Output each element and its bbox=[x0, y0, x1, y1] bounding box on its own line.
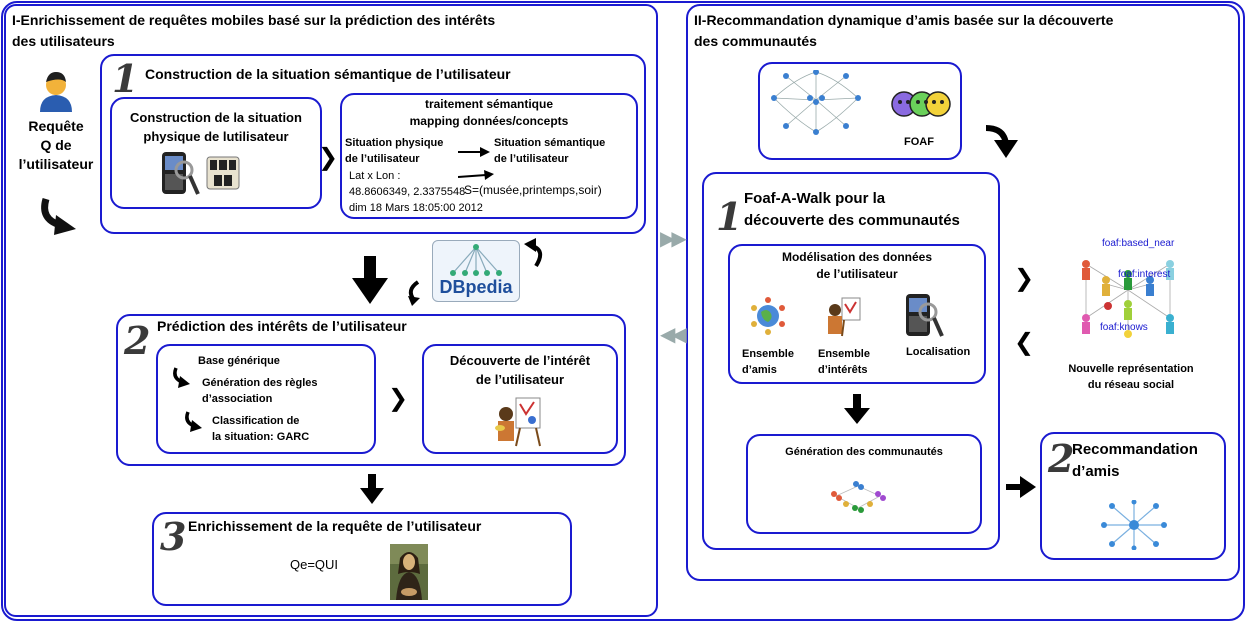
interests-line2: d’intérêts bbox=[818, 364, 868, 376]
latlon-label: Lat x Lon : bbox=[349, 170, 401, 182]
step3-number: 3 bbox=[160, 514, 187, 559]
dbpedia-label: DBpedia bbox=[439, 277, 513, 297]
left-title-line1: I-Enrichissement de requêtes mobiles bas… bbox=[12, 12, 496, 28]
curved-arrow-icon bbox=[38, 195, 78, 237]
calendar-icon bbox=[206, 156, 240, 190]
rules-line2: d’association bbox=[202, 393, 273, 405]
location-label: Localisation bbox=[906, 346, 971, 358]
right-title-line1: II-Recommandation dynamique d’amis basée… bbox=[694, 12, 1114, 28]
double-chevron-left-icon: ◀◀ bbox=[660, 322, 687, 346]
recommendation-network-icon bbox=[1098, 499, 1170, 551]
chevron-right-icon: ❯ bbox=[318, 143, 339, 171]
rec-number: 2 bbox=[1048, 436, 1075, 481]
curved-arrow-icon bbox=[982, 122, 1018, 158]
foaf-step1-number: 1 bbox=[716, 194, 743, 239]
arrow-down-icon bbox=[844, 394, 870, 424]
chevron-right-icon: ❯ bbox=[1014, 264, 1035, 292]
classif-line2: la situation: GARC bbox=[212, 431, 310, 443]
painter-icon bbox=[826, 296, 862, 338]
rec-title-line2: d’amis bbox=[1072, 463, 1120, 480]
user-query-line1: Requête bbox=[28, 118, 84, 134]
friends-line1: Ensemble bbox=[742, 348, 794, 360]
physical-situation-box bbox=[110, 97, 322, 209]
semantic-title-line1: traitement sémantique bbox=[424, 97, 554, 111]
step2-title: Prédiction des intérêts de l’utilisateur bbox=[157, 318, 407, 334]
arrow-right-icon bbox=[458, 145, 490, 157]
foaf-title-line1: Foaf-A-Walk pour la bbox=[744, 190, 886, 207]
physical-line1: Construction de la situation bbox=[130, 110, 302, 125]
arrow-right-icon bbox=[1006, 476, 1036, 498]
sem-label-line2: de l’utilisateur bbox=[494, 153, 569, 165]
foaf-title-line2: découverte des communautés bbox=[744, 212, 960, 229]
communities-icon bbox=[826, 476, 890, 516]
model-line1: Modélisation des données bbox=[781, 250, 933, 264]
foaf-label: FOAF bbox=[904, 136, 934, 148]
mona-lisa-image bbox=[390, 544, 428, 600]
step1-number: 1 bbox=[112, 56, 139, 101]
model-line2: de l’utilisateur bbox=[816, 267, 898, 281]
curved-arrow-icon bbox=[182, 410, 202, 432]
network-caption-line1: Nouvelle représentation bbox=[1068, 363, 1194, 375]
user-query-line3: l’utilisateur bbox=[18, 156, 94, 172]
semantic-title-line2: mapping données/concepts bbox=[409, 114, 569, 128]
user-icon bbox=[38, 68, 74, 112]
phys-label-line2: de l’utilisateur bbox=[345, 153, 420, 165]
interests-line1: Ensemble bbox=[818, 348, 870, 360]
social-network-graph bbox=[1072, 234, 1184, 352]
step1-title: Construction de la situation sémantique … bbox=[145, 66, 511, 82]
arrow-down-icon bbox=[360, 474, 384, 504]
rules-line1: Génération des règles bbox=[202, 377, 318, 389]
rec-title-line1: Recommandation bbox=[1072, 441, 1198, 458]
base-label: Base générique bbox=[198, 355, 280, 367]
foaf-interest-label: foaf:interest bbox=[1118, 269, 1171, 280]
latlon-value: 48.8606349, 2.3375548 bbox=[349, 186, 466, 198]
double-chevron-right-icon: ▶▶ bbox=[660, 226, 687, 250]
user-query-line2: Q de bbox=[40, 137, 72, 153]
painter-icon bbox=[494, 394, 544, 448]
phys-label-line1: Situation physique bbox=[345, 137, 444, 149]
chevron-left-icon: ❮ bbox=[1014, 328, 1035, 356]
curved-arrow-icon bbox=[170, 366, 190, 388]
situation-value: S=(musée,printemps,soir) bbox=[464, 183, 602, 197]
step3-box bbox=[152, 512, 572, 606]
social-network-icon bbox=[766, 69, 866, 136]
physical-line2: physique de lutilisateur bbox=[143, 129, 289, 144]
generic-base-box bbox=[156, 344, 376, 454]
classif-line1: Classification de bbox=[212, 415, 300, 427]
phone-magnifier-icon bbox=[904, 292, 944, 340]
foaf-knows-label: foaf:knows bbox=[1100, 322, 1148, 333]
semantic-processing-box bbox=[340, 93, 638, 219]
chevron-right-icon: ❯ bbox=[388, 384, 409, 412]
network-caption-line2: du réseau social bbox=[1087, 379, 1175, 391]
enriched-query: Qe=QUI bbox=[290, 557, 339, 572]
right-title-line2: des communautés bbox=[694, 33, 817, 49]
curved-arrow-icon bbox=[522, 236, 548, 270]
discovery-line2: de l’utilisateur bbox=[475, 372, 565, 387]
discovery-line1: Découverte de l’intérêt bbox=[449, 353, 591, 368]
friends-globe-icon bbox=[748, 296, 788, 336]
foaf-logo-icon bbox=[890, 88, 952, 120]
friends-line2: d’amis bbox=[742, 364, 777, 376]
sem-label-line1: Situation sémantique bbox=[494, 137, 606, 149]
communities-label: Génération des communautés bbox=[785, 446, 943, 458]
phone-magnifier-icon bbox=[160, 150, 200, 198]
recommendation-box bbox=[1040, 432, 1226, 560]
arrow-right-icon bbox=[457, 168, 494, 186]
left-title-line2: des utilisateurs bbox=[12, 33, 115, 49]
communities-box bbox=[746, 434, 982, 534]
step2-number: 2 bbox=[124, 318, 151, 363]
step3-title: Enrichissement de la requête de l’utilis… bbox=[188, 518, 482, 534]
foaf-based-near-label: foaf:based_near bbox=[1102, 238, 1175, 249]
curved-arrow-icon bbox=[404, 280, 428, 306]
dbpedia-logo: DBpedia bbox=[432, 240, 520, 302]
arrow-down-icon bbox=[352, 256, 388, 304]
date-value: dim 18 Mars 18:05:00 2012 bbox=[349, 202, 483, 214]
